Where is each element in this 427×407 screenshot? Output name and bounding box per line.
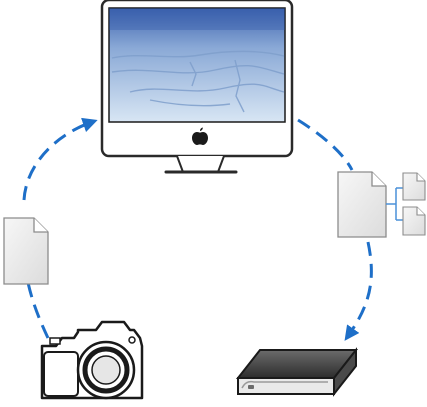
split-connector [386,188,403,220]
dslr-camera-icon [42,322,142,398]
document-part-top [403,173,425,200]
external-drive-icon [238,350,356,394]
imac-icon [102,0,292,172]
imac-stand [177,156,224,172]
document-part-bottom [403,207,425,235]
document-split-icon [338,172,425,237]
document-icon [4,218,48,284]
